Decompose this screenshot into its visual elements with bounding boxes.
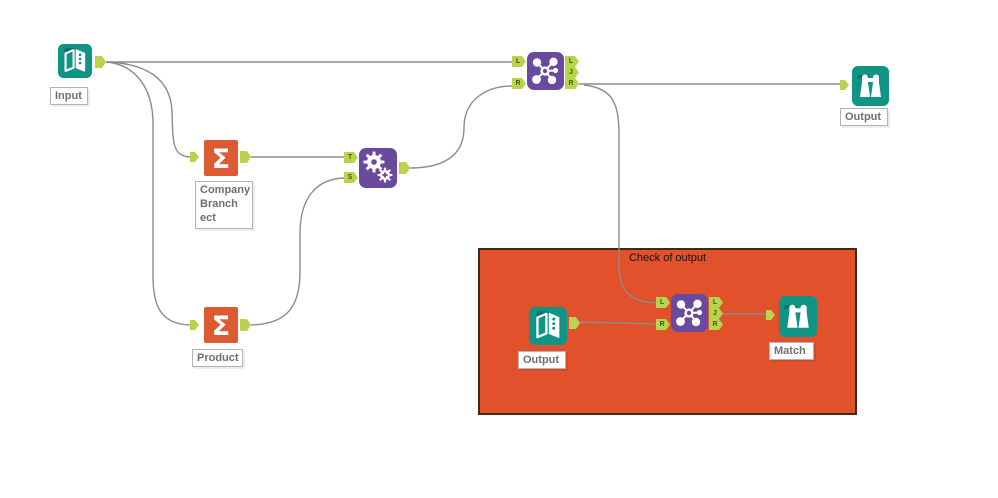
- gears-input-anchor-S[interactable]: S: [344, 172, 358, 183]
- connection-join-R-to-join2-L[interactable]: [583, 84, 657, 304]
- summarize2-input-anchor[interactable]: [190, 320, 199, 330]
- annotation-output-top[interactable]: Output: [840, 108, 888, 126]
- join1-output-anchor-J[interactable]: J: [565, 67, 579, 78]
- tool-join-1[interactable]: [527, 52, 564, 90]
- join1-output-anchor-L[interactable]: L: [565, 56, 579, 67]
- annotation-input[interactable]: Input: [50, 87, 88, 105]
- svg-text:Σ: Σ: [212, 311, 230, 342]
- browse2-input-anchor[interactable]: [766, 310, 775, 320]
- browse-icon: [852, 66, 889, 106]
- join1-input-anchor-L[interactable]: L: [512, 56, 526, 67]
- tool-join-2[interactable]: [671, 294, 708, 332]
- annotation-product[interactable]: Product: [192, 349, 243, 367]
- connection-summarize2-to-gears-S[interactable]: [250, 177, 345, 326]
- join2-input-anchor-L[interactable]: L: [656, 297, 670, 308]
- connection-input-to-summarize2[interactable]: [105, 61, 191, 326]
- join2-output-anchor-J[interactable]: J: [709, 308, 723, 319]
- summarize1-input-anchor[interactable]: [190, 152, 199, 162]
- join2-input-anchor-R[interactable]: R: [656, 319, 670, 330]
- annotation-line: Branch: [200, 198, 238, 210]
- summarize1-output-anchor[interactable]: [240, 151, 251, 163]
- container-title: Check of output: [628, 252, 707, 264]
- summarize-icon: Σ: [204, 140, 238, 176]
- annotation-line: Company: [200, 184, 251, 196]
- gears-input-anchor-T[interactable]: T: [344, 152, 358, 163]
- join1-output-anchor-R[interactable]: R: [565, 78, 579, 89]
- summarize-icon: Σ: [204, 307, 238, 343]
- input-data-icon: [529, 307, 567, 345]
- tool-gears[interactable]: [359, 148, 397, 188]
- gears-output-anchor[interactable]: [399, 162, 410, 174]
- tool-input-data-2[interactable]: [529, 307, 567, 345]
- annotation-output-container[interactable]: Output: [518, 351, 566, 369]
- annotation-line: ect: [200, 212, 216, 224]
- connection-input2-to-join2-R[interactable]: [579, 321, 657, 325]
- join2-output-anchor-R[interactable]: R: [709, 319, 723, 330]
- connection-input-to-summarize1[interactable]: [105, 61, 191, 158]
- gears-icon: [359, 148, 397, 188]
- input1-output-anchor[interactable]: [95, 56, 106, 68]
- input-data-icon: [58, 44, 92, 78]
- tool-summarize-2[interactable]: Σ: [204, 307, 238, 343]
- tool-input-data[interactable]: [58, 44, 92, 78]
- join1-input-anchor-R[interactable]: R: [512, 78, 526, 89]
- annotation-company-branch[interactable]: Company Branch ect: [195, 181, 253, 229]
- tool-browse-1[interactable]: [852, 66, 889, 106]
- join2-output-anchor-L[interactable]: L: [709, 297, 723, 308]
- join-icon: [671, 294, 708, 332]
- tool-summarize-1[interactable]: Σ: [204, 140, 238, 176]
- input2-output-anchor[interactable]: [569, 317, 580, 329]
- svg-text:Σ: Σ: [212, 144, 230, 175]
- join-icon: [527, 52, 564, 90]
- tool-browse-2[interactable]: [779, 296, 817, 337]
- summarize2-output-anchor[interactable]: [240, 319, 251, 331]
- browse-icon: [779, 296, 817, 337]
- connection-gears-to-join-R[interactable]: [409, 85, 513, 169]
- annotation-match[interactable]: Match: [769, 342, 814, 360]
- browse1-input-anchor[interactable]: [840, 80, 849, 90]
